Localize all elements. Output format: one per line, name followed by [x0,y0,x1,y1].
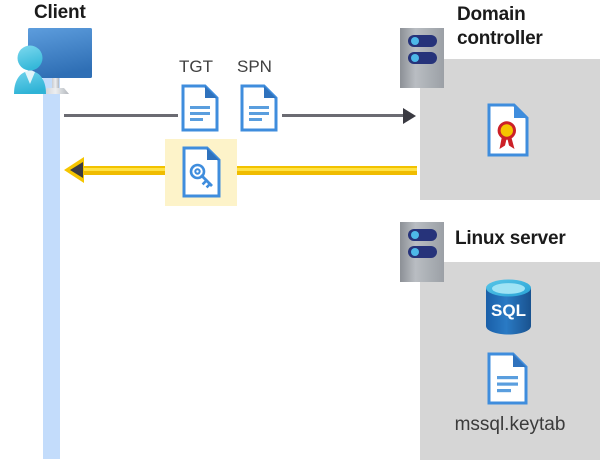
keytab-file-label: mssql.keytab [454,414,566,435]
request-arrow-head [403,108,416,124]
domain-controller-title-line2: controller [457,28,543,49]
client-lifeline [43,62,60,459]
linux-server-rack-icon [400,222,444,282]
client-icon [6,26,102,102]
response-arrow-line-left [84,166,165,175]
tgt-label: TGT [179,57,213,76]
spn-document-icon [240,84,278,132]
keytab-file-label-wrap: mssql.keytab [420,414,600,436]
ticket-document-with-key-icon [182,146,221,198]
certificate-document-icon [487,103,529,157]
sql-database-icon: SQL [481,278,536,336]
svg-text:SQL: SQL [491,301,526,320]
request-arrow-line-right [282,114,404,117]
spn-label: SPN [237,57,272,76]
domain-controller-title-line1: Domain [457,4,526,25]
response-arrow-head [64,157,84,183]
response-arrow-line-right [237,166,417,175]
domain-controller-server-rack-icon [400,28,444,88]
client-title: Client [34,2,86,23]
linux-server-title: Linux server [455,228,566,249]
keytab-document-icon [487,352,528,405]
request-arrow-line-left [64,114,178,117]
tgt-document-icon [181,84,219,132]
